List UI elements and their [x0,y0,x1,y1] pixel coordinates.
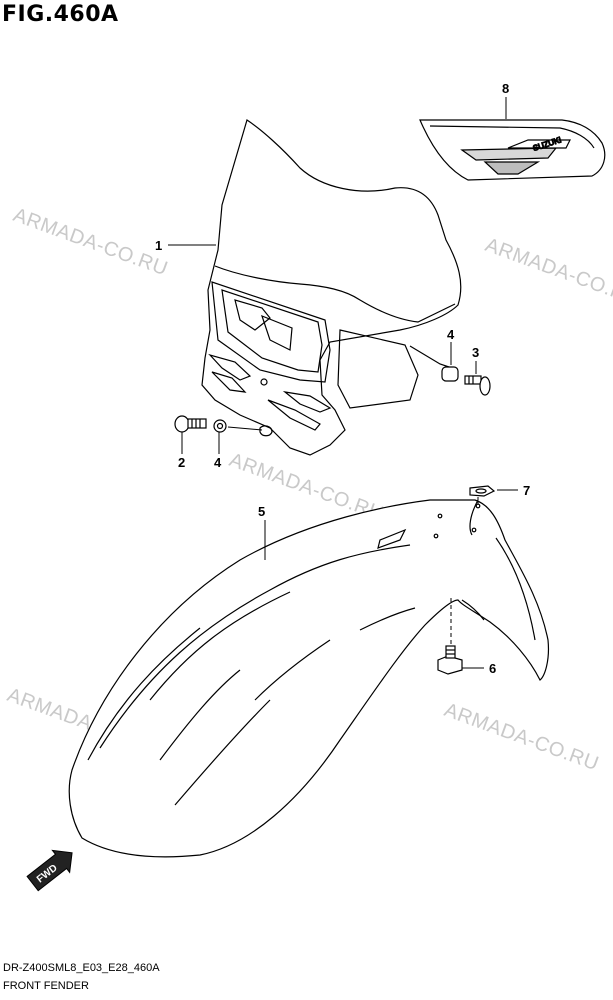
callout-3: 3 [472,345,479,360]
fwd-arrow-icon: FWD [26,849,73,892]
front-fender [68,499,550,858]
watermark-2: ARMADA-CO.RU [482,234,613,310]
callout-4-left: 4 [214,455,222,470]
cowl-collar-right [441,366,459,382]
callout-numbers: 1 2 3 4 4 5 6 7 8 [155,81,530,676]
watermark-5: ARMADA-CO.RU [441,699,601,775]
cowl-screw [174,415,207,433]
callout-6: 6 [489,661,496,676]
drawing-code: DR-Z400SML8_E03_E28_460A [3,962,160,974]
callout-7: 7 [523,483,530,498]
number-plate-decal: SUZUKI [419,119,606,181]
headlight-cowl [201,119,462,456]
callout-8: 8 [502,81,509,96]
cowl-screw-right [464,375,491,396]
callout-1: 1 [155,238,162,253]
callout-4-right: 4 [447,327,455,342]
fender-nut [469,485,496,497]
callout-5: 5 [258,504,265,519]
cowl-collar-left [213,419,227,433]
fender-bolt [437,645,463,675]
callout-2: 2 [178,455,185,470]
figure-title: FIG.460A [2,2,119,27]
drawing-name: FRONT FENDER [3,980,89,992]
watermark-1: ARMADA-CO.RU [10,204,170,280]
leader-lines [168,97,518,669]
